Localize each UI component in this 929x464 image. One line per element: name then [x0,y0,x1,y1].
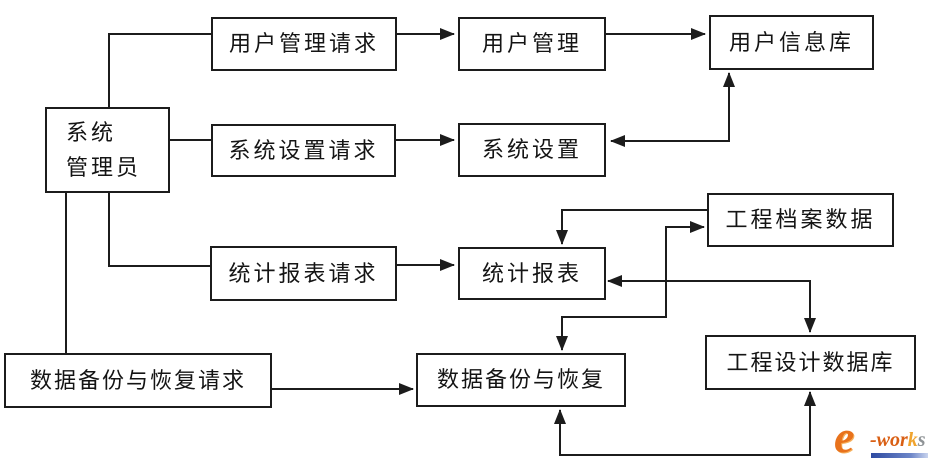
node-user-mgmt-request: 用户管理请求 [211,17,397,71]
node-label: 用户管理 [481,31,582,57]
edge-report-design-db [607,275,816,333]
node-report: 统计报表 [458,247,606,300]
eworks-logo-text: -works [870,429,926,451]
eworks-logo-e: e [834,411,855,462]
node-sys-setting: 系统设置 [458,123,606,177]
node-backup-request: 数据备份与恢复请求 [4,353,272,408]
node-label: 工程设计数据库 [726,349,895,375]
node-label: 用户管理请求 [228,31,379,57]
node-label: 管理员 [66,155,142,180]
node-label: 统计报表 [481,260,582,286]
edge-user-db-sys-setting [610,72,735,147]
node-label: 工程档案数据 [725,207,876,233]
node-label: 数据备份与恢复请求 [29,367,246,393]
node-label: 系统设置请求 [228,137,379,163]
node-user-mgmt: 用户管理 [458,17,606,71]
node-user-info-db: 用户信息库 [709,15,874,70]
eworks-logo: e -works [834,411,928,462]
edge-admin-req-user [108,33,212,107]
node-sys-setting-request: 系统设置请求 [211,124,396,177]
node-label: 统计报表请求 [228,260,379,286]
edge-admin-req-report [108,193,210,267]
edge-backup-design-db [554,391,816,456]
node-label: 用户信息库 [728,29,854,55]
node-label: 数据备份与恢复 [436,367,605,393]
node-design-db: 工程设计数据库 [705,335,916,390]
node-archive-data: 工程档案数据 [707,193,894,247]
node-backup-restore: 数据备份与恢复 [416,353,626,407]
node-label: 系统 [66,119,117,145]
eworks-logo-underline [871,453,928,458]
node-label: 系统设置 [481,137,582,163]
node-report-request: 统计报表请求 [210,246,397,301]
node-system-admin: 系统 管理员 [45,107,170,193]
